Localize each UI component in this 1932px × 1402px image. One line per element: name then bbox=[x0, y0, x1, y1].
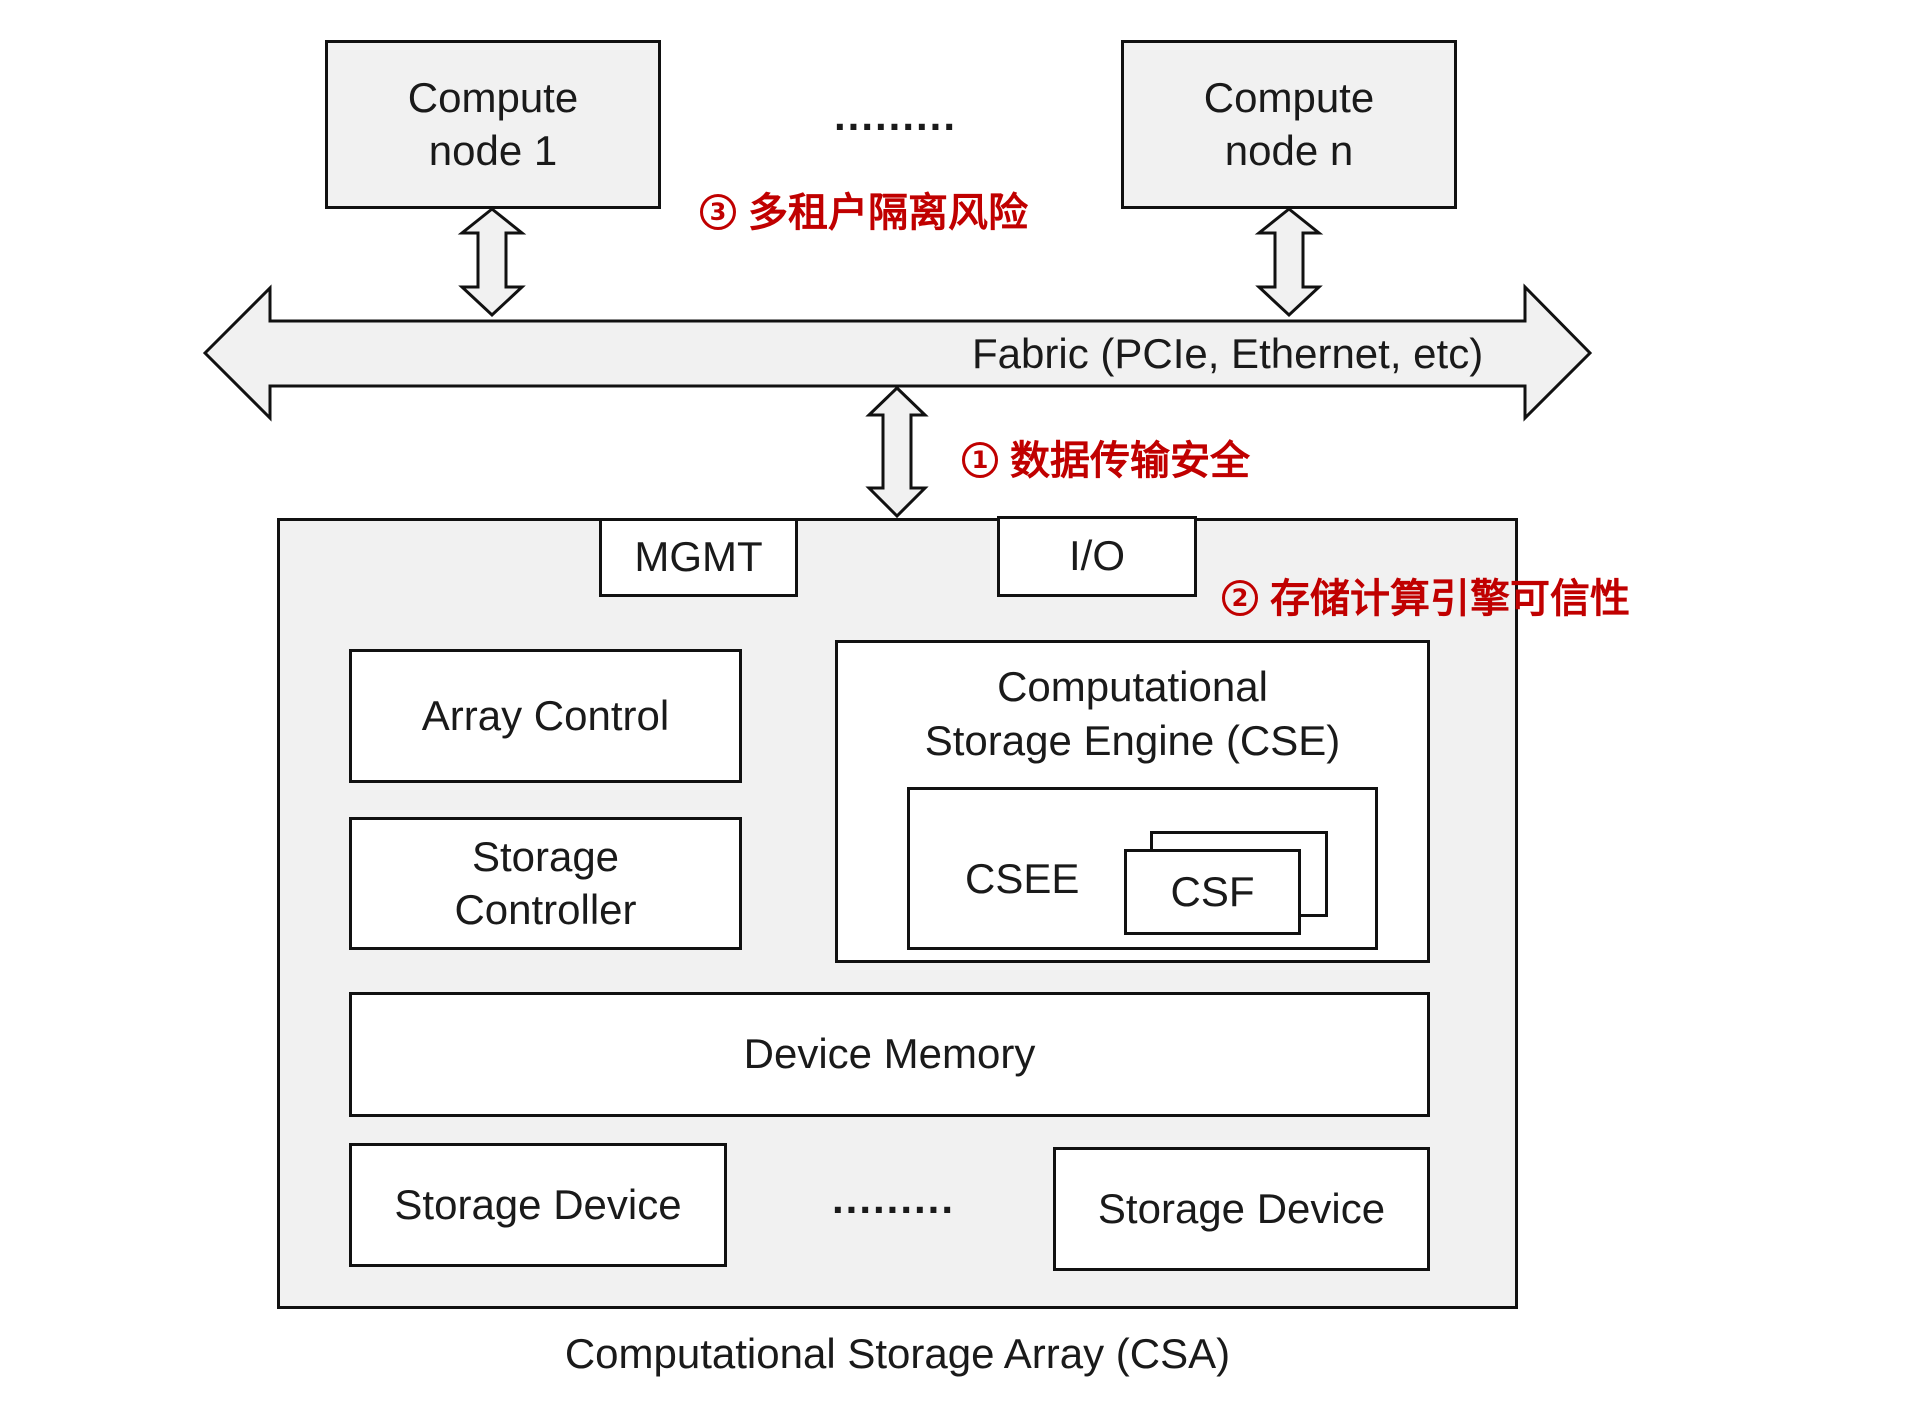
storage-devices-ellipsis: ......... bbox=[832, 1175, 956, 1222]
storage-device-2: Storage Device bbox=[1053, 1147, 1430, 1271]
fabric-label: Fabric (PCIe, Ethernet, etc) bbox=[972, 330, 1484, 377]
node1-fabric-arrow bbox=[457, 207, 527, 318]
fabric-arrow bbox=[202, 283, 1593, 422]
risk-label-3: 3 多租户隔离风险 bbox=[700, 180, 1028, 238]
csa-caption: Computational Storage Array (CSA) bbox=[564, 1330, 1231, 1377]
device-memory: Device Memory bbox=[349, 992, 1430, 1117]
storage-device-1: Storage Device bbox=[349, 1143, 727, 1267]
io-port: I/O bbox=[997, 516, 1197, 597]
cse-label: Computational Storage Engine (CSE) bbox=[924, 663, 1341, 764]
csf-box: CSF bbox=[1124, 849, 1301, 935]
fabric-csa-arrow bbox=[865, 385, 929, 519]
storage-controller: Storage Controller bbox=[349, 817, 742, 950]
array-control: Array Control bbox=[349, 649, 742, 783]
risk-number-3-icon: 3 bbox=[700, 194, 736, 230]
risk-label-2: 2 存储计算引擎可信性 bbox=[1222, 566, 1630, 624]
risk-text-2: 存储计算引擎可信性 bbox=[1270, 576, 1630, 622]
mgmt-port: MGMT bbox=[599, 518, 798, 597]
compute-nodes-ellipsis: ......... bbox=[834, 92, 958, 139]
compute-node-n: Compute node n bbox=[1121, 40, 1457, 209]
risk-text-3: 多租户隔离风险 bbox=[748, 190, 1028, 236]
csee-label: CSEE bbox=[965, 855, 1080, 902]
risk-number-1-icon: 1 bbox=[962, 442, 998, 478]
noden-fabric-arrow bbox=[1254, 207, 1324, 318]
risk-label-1: 1 数据传输安全 bbox=[962, 428, 1250, 486]
risk-text-1: 数据传输安全 bbox=[1010, 438, 1250, 484]
risk-number-2-icon: 2 bbox=[1222, 580, 1258, 616]
compute-node-1: Compute node 1 bbox=[325, 40, 661, 209]
